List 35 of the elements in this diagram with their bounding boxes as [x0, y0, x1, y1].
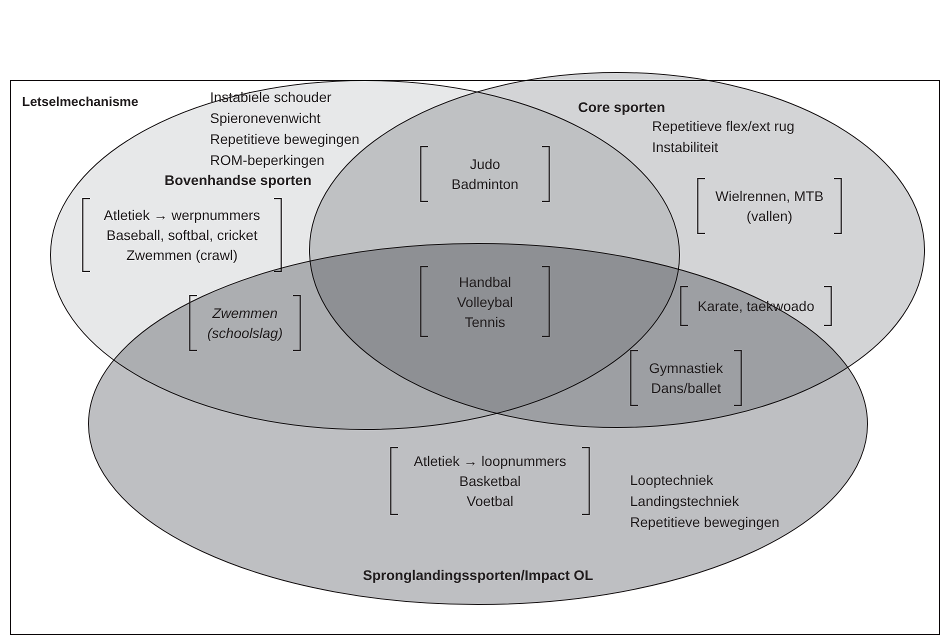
bracketed-list	[697, 178, 842, 234]
sport-text: Wielrennen, MTB (vallen)	[714, 187, 825, 226]
bracketed-list	[82, 198, 282, 272]
section-heading: Letselmechanisme	[22, 93, 138, 111]
bracketed-list	[630, 350, 742, 406]
sport-text: Judo	[470, 155, 500, 174]
bracketed-list	[420, 266, 550, 337]
sport-text: Tennis	[464, 312, 506, 332]
sport-text: Volleybal	[456, 292, 514, 312]
sport-text: Zwemmen (schoolslag)	[206, 304, 284, 343]
sport-text: Atletiek → werpnummers	[104, 206, 260, 225]
bracketed-list	[420, 146, 550, 202]
factor-text: Repetitieve bewegingen	[210, 130, 360, 148]
factor-text: Spieronevenwicht	[210, 109, 321, 127]
venn-ellipse	[88, 243, 868, 605]
factor-text: ROM-beperkingen	[210, 151, 324, 169]
factor-text: Instabiliteit	[652, 138, 718, 156]
sport-text: Atletiek → loopnummers	[414, 452, 566, 471]
factor-text: Looptechniek	[630, 471, 714, 489]
sport-text: Gymnastiek	[649, 359, 723, 378]
group-heading: Bovenhandse sporten	[164, 171, 312, 189]
sport-text: Baseball, softbal, cricket	[106, 226, 258, 245]
sport-text: Zwemmen (crawl)	[126, 246, 238, 265]
group-heading: Spronglandingssporten/Impact OL	[362, 566, 594, 584]
sport-text: Badminton	[452, 175, 518, 194]
factor-text: Repetitieve bewegingen	[630, 513, 780, 531]
sport-text: Basketbal	[459, 472, 521, 491]
bracketed-list	[189, 295, 301, 351]
sport-text: Voetbal	[466, 492, 514, 511]
bracketed-list	[390, 447, 590, 515]
sport-text: Dans/ballet	[650, 379, 722, 398]
group-heading: Core sporten	[578, 98, 666, 116]
factor-text: Landingstechniek	[630, 492, 739, 510]
sport-text: Handbal	[458, 272, 512, 292]
factor-text: Repetitieve flex/ext rug	[652, 117, 794, 135]
